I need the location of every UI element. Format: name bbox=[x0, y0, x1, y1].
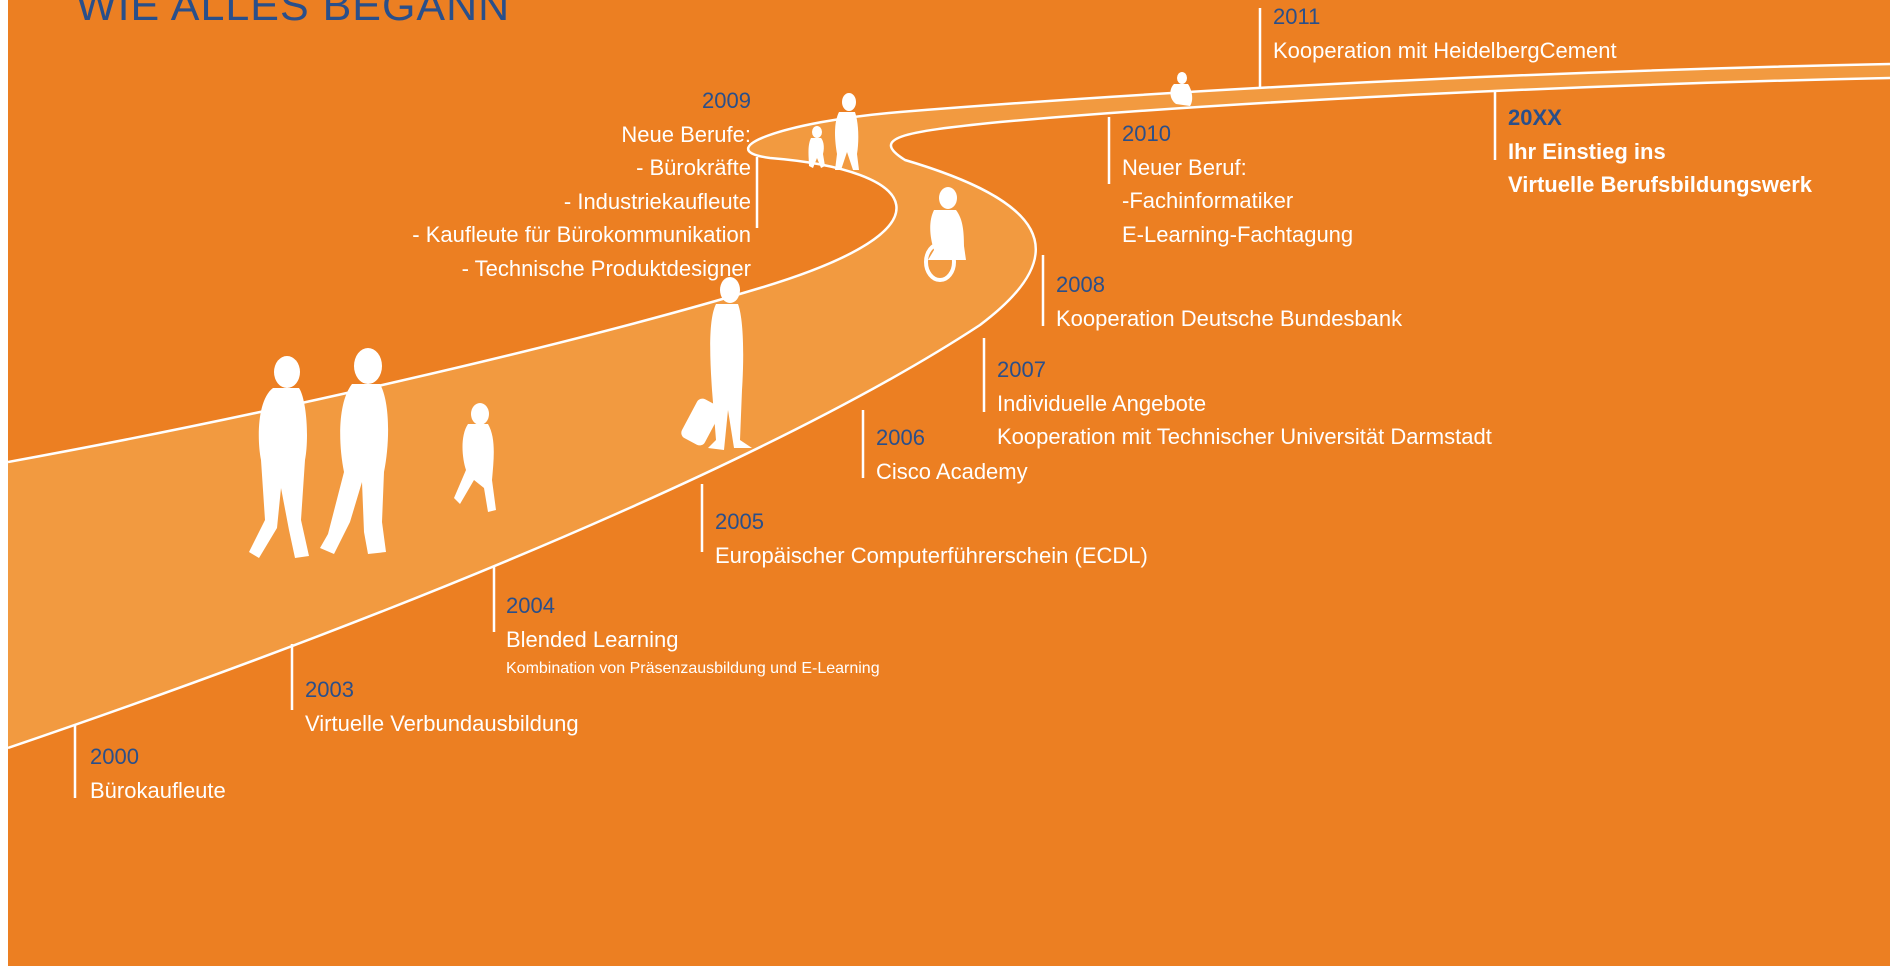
road-upper-edge bbox=[8, 62, 1890, 464]
wheelchair-user-icon bbox=[924, 187, 966, 282]
milestone-year: 2010 bbox=[1122, 121, 1171, 146]
milestone-2008: 2008 Kooperation Deutsche Bundesbank bbox=[1056, 268, 1402, 335]
milestone-year: 2011 bbox=[1273, 4, 1321, 29]
woman-silhouette-icon bbox=[249, 356, 309, 558]
milestone-text: Bürokaufleute bbox=[90, 777, 226, 803]
adult-with-child-icon bbox=[808, 93, 859, 170]
milestone-text: - Kaufleute für Bürokommunikation bbox=[412, 222, 751, 247]
milestone-text: Kooperation mit HeidelbergCement bbox=[1273, 37, 1617, 63]
milestone-2000: 2000 Bürokaufleute bbox=[90, 740, 226, 807]
milestone-text: -Fachinformatiker bbox=[1122, 188, 1294, 213]
milestone-text: Virtuelle Berufsbildungswerk bbox=[1508, 172, 1813, 197]
milestone-text: Kooperation mit Technischer Universität … bbox=[997, 424, 1492, 449]
milestone-ticks bbox=[73, 8, 1497, 798]
timeline-canvas: WIE ALLES BEGANN 2000 Bürokaufleute 2003… bbox=[8, 0, 1890, 966]
milestone-year: 2004 bbox=[506, 593, 555, 618]
milestone-text: - Industriekaufleute bbox=[563, 188, 751, 214]
milestone-text: Ihr Einstieg ins bbox=[1508, 138, 1666, 164]
milestone-text: E-Learning-Fachtagung bbox=[1122, 221, 1354, 247]
milestone-2011: 2011 Kooperation mit HeidelbergCement bbox=[1273, 0, 1617, 67]
milestone-year: 2009 bbox=[702, 88, 751, 113]
timeline-road-graphic bbox=[8, 8, 1890, 798]
milestone-text: - Bürokräfte bbox=[636, 155, 751, 180]
milestone-2004: 2004 Blended Learning Kombination von Pr… bbox=[506, 589, 880, 682]
milestone-year: 2003 bbox=[305, 677, 354, 702]
milestone-year: 2000 bbox=[90, 744, 139, 769]
milestone-text: Kooperation Deutsche Bundesbank bbox=[1056, 305, 1403, 331]
milestone-2005: 2005 Europäischer Computerführerschein (… bbox=[715, 505, 1148, 572]
woman-silhouette-icon bbox=[320, 348, 389, 554]
traveler-with-suitcase-icon bbox=[681, 277, 752, 450]
small-child-icon bbox=[1170, 72, 1193, 106]
milestone-year: 2007 bbox=[997, 357, 1046, 382]
milestone-2003: 2003 Virtuelle Verbundausbildung bbox=[305, 673, 579, 740]
milestone-2006: 2006 Cisco Academy bbox=[876, 421, 1028, 488]
milestone-year: 2006 bbox=[876, 425, 925, 450]
milestone-2010: 2010 Neuer Beruf: -Fachinformatiker E-Le… bbox=[1122, 117, 1353, 251]
child-silhouette-icon bbox=[454, 403, 496, 512]
milestone-text: Individuelle Angebote bbox=[997, 390, 1207, 416]
page-title: WIE ALLES BEGANN bbox=[76, 0, 511, 30]
milestone-text: Blended Learning bbox=[506, 626, 679, 652]
milestone-year: 2005 bbox=[715, 509, 764, 534]
milestone-text: Cisco Academy bbox=[876, 458, 1028, 484]
road-lower-edge bbox=[8, 76, 1890, 750]
milestone-text: Europäischer Computerführerschein (ECDL) bbox=[715, 542, 1148, 568]
milestone-2007: 2007 Individuelle Angebote Kooperation m… bbox=[997, 353, 1492, 454]
milestone-year: 20XX bbox=[1508, 105, 1562, 130]
milestone-2009: 2009 Neue Berufe: - Bürokräfte - Industr… bbox=[412, 84, 751, 285]
milestone-note: Kombination von Präsenzausbildung und E-… bbox=[506, 660, 880, 677]
milestone-20xx: 20XX Ihr Einstieg ins Virtuelle Berufsbi… bbox=[1508, 101, 1812, 202]
milestone-text: Neue Berufe: bbox=[621, 121, 751, 147]
milestone-text: Virtuelle Verbundausbildung bbox=[305, 710, 579, 736]
milestone-text: - Technische Produktdesigner bbox=[461, 255, 751, 281]
milestone-text: Neuer Beruf: bbox=[1122, 154, 1247, 180]
milestone-year: 2008 bbox=[1056, 272, 1105, 297]
